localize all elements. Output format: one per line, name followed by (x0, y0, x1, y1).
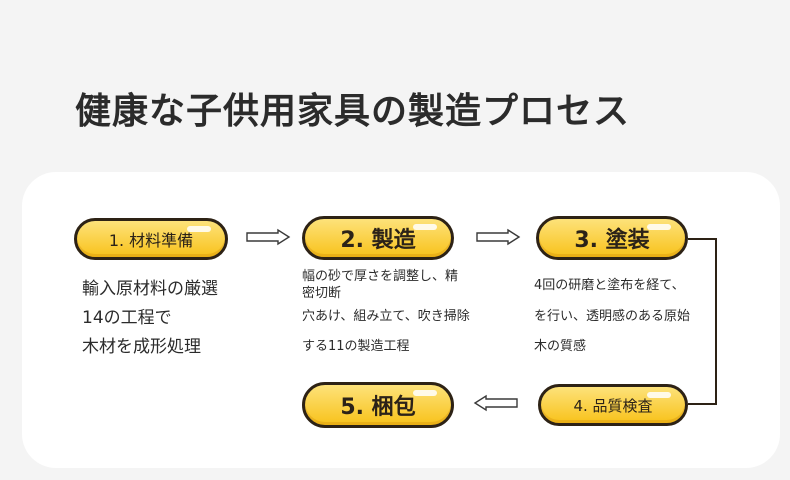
page-title: 健康な子供用家具の製造プロセス (75, 91, 631, 132)
step-5-pill: 5. 梱包 (302, 382, 454, 428)
step-2-pill: 2. 製造 (302, 216, 454, 260)
step-3-pill: 3. 塗装 (536, 216, 688, 260)
shine-highlight (647, 224, 671, 230)
step-1-line: 輸入原材料の厳選 (82, 279, 218, 299)
step-2-line: 密切断 (302, 286, 342, 301)
step-1-description: 輸入原材料の厳選 14の工程で 木材を成形処理 (82, 275, 218, 362)
step-5-label: 5. 梱包 (340, 395, 416, 420)
arrow-right-icon (246, 228, 291, 246)
connector-line (688, 238, 717, 405)
step-3-label: 3. 塗装 (574, 228, 650, 253)
step-2-line: 幅の砂で厚さを調整し、精 (302, 269, 459, 284)
shine-highlight (647, 392, 671, 398)
step-3-line: 木の質感 (534, 339, 587, 354)
step-2-label: 2. 製造 (340, 228, 416, 253)
step-4-pill: 4. 品質検査 (538, 384, 688, 426)
shine-highlight (187, 226, 211, 232)
step-1-pill: 1. 材料準備 (74, 218, 228, 260)
step-2-line: する11の製造工程 (302, 339, 410, 354)
step-1-line: 木材を成形処理 (82, 337, 201, 357)
step-3-line: を行い、透明感のある原始 (534, 309, 691, 324)
shine-highlight (413, 224, 437, 230)
step-2-line: 穴あけ、組み立て、吹き掃除 (302, 309, 470, 324)
step-2-description: 幅の砂で厚さを調整し、精 密切断 (302, 268, 458, 302)
shine-highlight (413, 390, 437, 396)
step-3-line: 4回の研磨と塗布を経て、 (534, 278, 685, 293)
arrow-right-icon (476, 228, 521, 246)
step-1-label: 1. 材料準備 (108, 231, 194, 250)
arrow-left-icon (473, 394, 518, 412)
step-4-label: 4. 品質検査 (573, 396, 653, 415)
step-1-line: 14の工程で (82, 308, 172, 328)
